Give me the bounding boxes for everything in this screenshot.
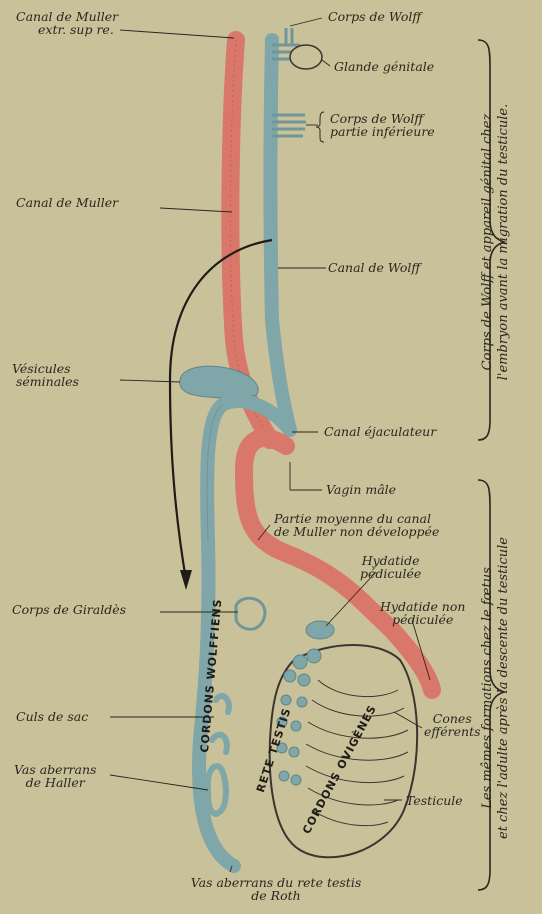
haller-loop	[208, 766, 226, 814]
label-hydatide-pediculee: Hydatide pédiculée	[360, 554, 421, 580]
hydatid-pediculate	[306, 621, 334, 639]
label-corps-giraldes: Corps de Giraldès	[12, 603, 126, 616]
label-hydatide-ped-line2: pédiculée	[360, 567, 421, 580]
side-caption-upper: Corps de Wolff et appareil génital chez …	[480, 32, 520, 452]
label-hydatide-non-line2: pédiculée	[380, 613, 465, 626]
gonad-shape	[290, 45, 322, 69]
label-partie-moyenne-line2: de Muller non développée	[274, 525, 439, 538]
label-canal-muller-extr: Canal de Muller extr. sup re.	[16, 10, 118, 36]
side-caption-lower-line2: et chez l'adulte après la descente du te…	[496, 478, 512, 898]
label-canal-wolff: Canal de Wolff	[328, 261, 420, 274]
label-canal-ejaculateur: Canal éjaculateur	[324, 425, 436, 438]
side-caption-upper-line2: l'embryon avant la migration du testicul…	[496, 32, 512, 452]
label-canal-muller: Canal de Muller	[16, 196, 118, 209]
wolff-duct-upper	[271, 40, 291, 430]
giraldes-body	[236, 598, 265, 629]
label-culs-de-sac: Culs de sac	[16, 710, 88, 723]
label-vesicules: Vésicules séminales	[12, 362, 79, 388]
label-cones-line2: efférents	[424, 725, 481, 738]
label-vas-roth: Vas aberrans du rete testis de Roth	[166, 876, 386, 902]
label-vas-haller: Vas aberrans de Haller	[14, 763, 96, 789]
label-corps-wolff-inf-line2: partie inférieure	[330, 125, 435, 138]
label-hydatide-non-pediculee: Hydatide non pédiculée	[380, 600, 465, 626]
small-brace	[316, 112, 324, 142]
side-caption-upper-line1: Corps de Wolff et appareil génital chez	[480, 32, 496, 452]
label-glande-genitale: Glande génitale	[334, 60, 434, 73]
label-canal-muller-extr-line2: extr. sup re.	[16, 23, 118, 36]
label-vagin-male: Vagin mâle	[326, 483, 396, 496]
migration-arrowhead	[180, 570, 192, 590]
label-corps-wolff-inf: Corps de Wolff partie inférieure	[330, 112, 435, 138]
label-vesicules-line2: séminales	[12, 375, 79, 388]
label-vas-roth-line2: de Roth	[166, 889, 386, 902]
label-partie-moyenne: Partie moyenne du canal de Muller non dé…	[274, 512, 439, 538]
side-caption-lower: Les mêmes formations chez le fœtus et ch…	[480, 478, 520, 898]
label-cones-efferents: Cones efférents	[424, 712, 481, 738]
label-testicule: Testicule	[406, 794, 463, 807]
side-caption-lower-line1: Les mêmes formations chez le fœtus	[480, 478, 496, 898]
label-vas-haller-line2: de Haller	[14, 776, 96, 789]
label-corps-wolff-top: Corps de Wolff	[328, 10, 421, 23]
